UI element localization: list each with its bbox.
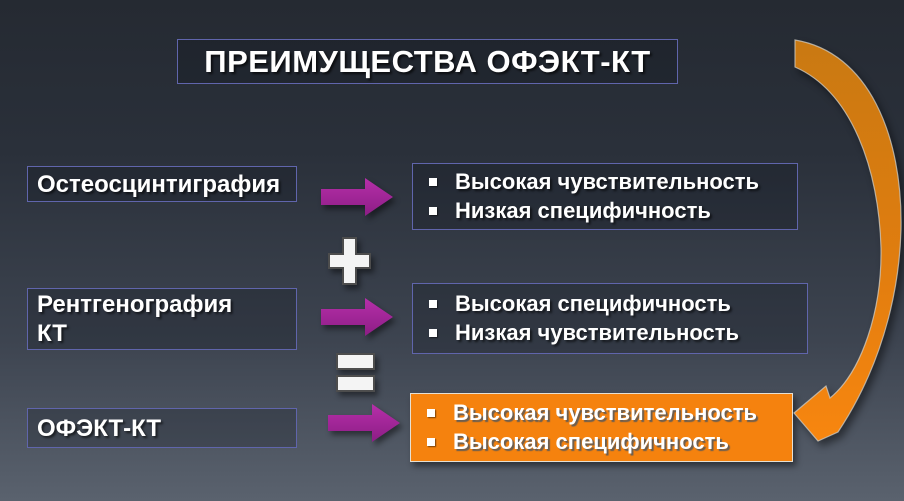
- curved-arrow-down-left-icon: [793, 39, 902, 442]
- bullet-square-icon: [429, 178, 437, 186]
- equals-icon: [336, 353, 375, 392]
- bullet-item: Высокая специфичность: [413, 291, 807, 317]
- bullets-box-osteoscintigraphy: Высокая чувствительность Низкая специфич…: [412, 163, 798, 230]
- slide-title-box: ПРЕИМУЩЕСТВА ОФЭКТ-КТ: [177, 39, 678, 84]
- arrow-right-icon: [321, 178, 393, 216]
- bullet-item: Высокая чувствительность: [413, 169, 797, 195]
- bullet-square-icon: [429, 300, 437, 308]
- arrow-right-icon: [321, 298, 393, 336]
- bullet-text: Высокая чувствительность: [453, 400, 758, 425]
- bullet-item: Высокая специфичность: [411, 429, 792, 455]
- label-line: Рентгенография: [37, 291, 233, 318]
- label-box-osteoscintigraphy: Остеосцинтиграфия: [27, 166, 297, 202]
- bullet-square-icon: [429, 207, 437, 215]
- label-box-spect-ct: ОФЭКТ-КТ: [27, 408, 297, 448]
- bullets-box-spect-ct-highlighted: Высокая чувствительность Высокая специфи…: [410, 393, 793, 462]
- label-line: ОФЭКТ-КТ: [37, 414, 162, 442]
- label-line: Остеосцинтиграфия: [37, 170, 281, 198]
- bullet-square-icon: [427, 438, 435, 446]
- arrow-right-icon: [328, 404, 400, 442]
- bullet-text: Высокая специфичность: [453, 429, 729, 454]
- bullet-item: Низкая чувствительность: [413, 320, 807, 346]
- plus-icon: [328, 237, 371, 285]
- slide-title: ПРЕИМУЩЕСТВА ОФЭКТ-КТ: [204, 43, 651, 79]
- bullet-text: Низкая специфичность: [455, 198, 711, 223]
- label-box-radiography-ct: Рентгенография КТ: [27, 288, 297, 350]
- bullet-text: Высокая чувствительность: [455, 169, 760, 194]
- bullet-square-icon: [427, 409, 435, 417]
- bullets-box-radiography-ct: Высокая специфичность Низкая чувствитель…: [412, 283, 808, 354]
- label-line: КТ: [37, 320, 67, 347]
- bullet-text: Низкая чувствительность: [455, 320, 740, 345]
- bullet-square-icon: [429, 329, 437, 337]
- bullet-item: Низкая специфичность: [413, 198, 797, 224]
- bullet-item: Высокая чувствительность: [411, 400, 792, 426]
- bullet-text: Высокая специфичность: [455, 291, 731, 316]
